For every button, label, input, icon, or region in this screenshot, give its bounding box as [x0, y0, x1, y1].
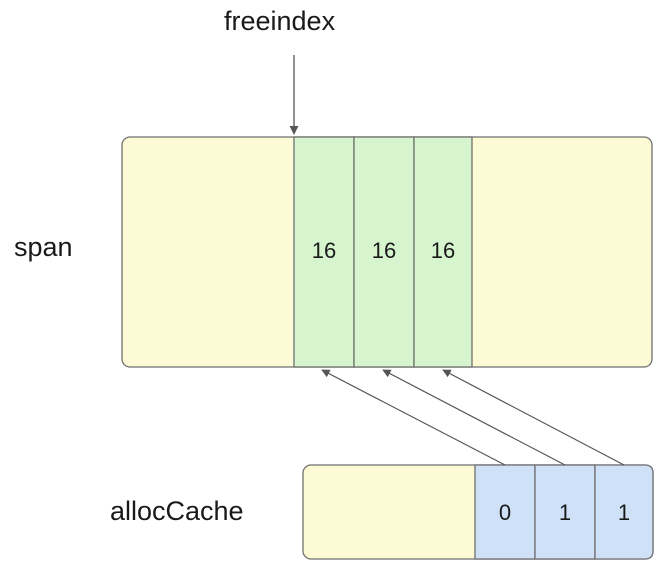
span-cell-value: 16: [430, 238, 456, 263]
freeindex-label: freeindex: [224, 6, 336, 36]
alloc-cache-bit-3: [594, 464, 654, 560]
span-cell-3: [413, 136, 473, 368]
span-cell-value: 16: [371, 238, 397, 263]
span-label: span: [14, 232, 73, 262]
alloc-cache-bit-2: [534, 464, 596, 560]
span-cell-1: [293, 136, 355, 368]
bit-arrow-3: [442, 369, 625, 466]
span-cell-2: [353, 136, 415, 368]
bit-arrow-1: [321, 369, 506, 466]
span-cell-value: 16: [311, 238, 337, 263]
alloc-cache-bit-value: 1: [617, 500, 631, 525]
bit-arrow-2: [382, 369, 566, 466]
alloc-cache-bit-value: 1: [558, 500, 572, 525]
alloc-cache-label: allocCache: [110, 496, 244, 526]
alloc-cache-bit-value: 0: [498, 500, 512, 525]
